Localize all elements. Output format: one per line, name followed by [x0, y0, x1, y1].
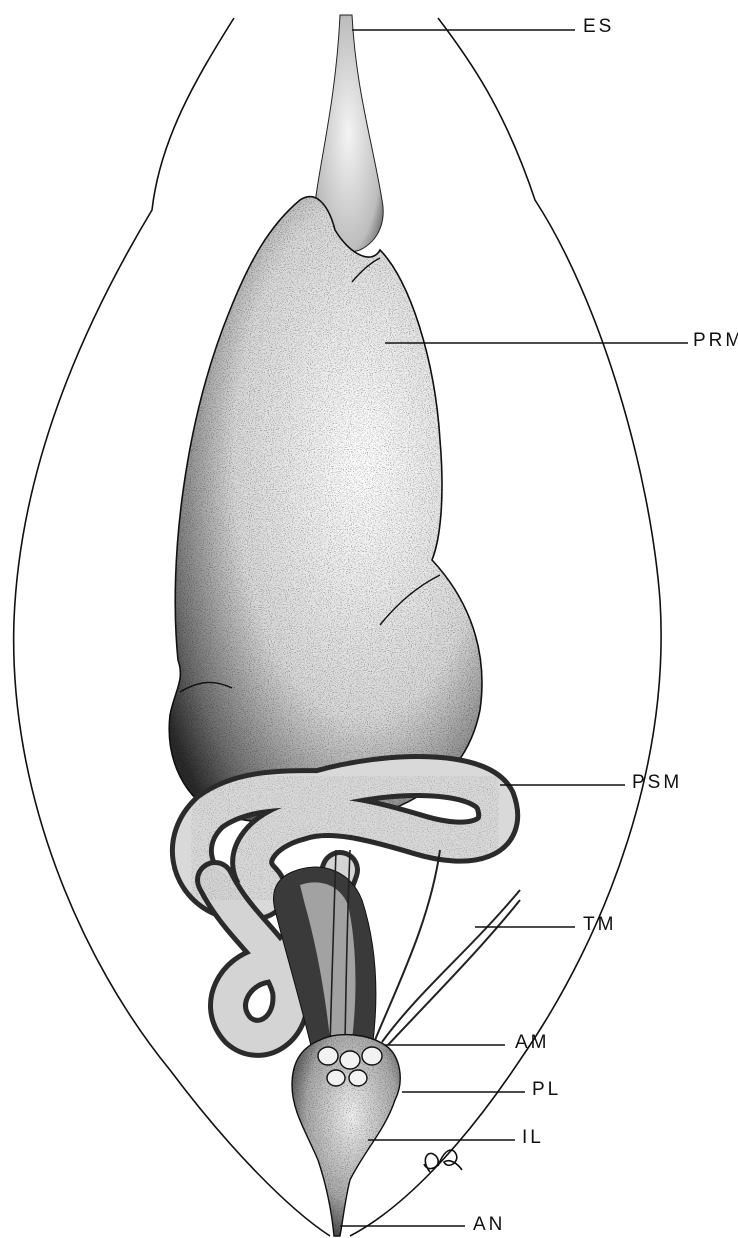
ampulla-lower-right — [349, 1070, 367, 1086]
malpighian-tubule-3 — [388, 900, 520, 1045]
signature-mark — [424, 1150, 462, 1172]
label-tm: TM — [583, 914, 616, 935]
ampulla-right — [362, 1047, 382, 1065]
label-an: AN — [473, 1214, 505, 1235]
ampulla-lower-left — [327, 1070, 345, 1086]
label-psm: PSM — [632, 772, 682, 793]
ampulla-left — [318, 1047, 338, 1065]
label-es: ES — [583, 16, 614, 37]
ampulla-center — [340, 1051, 360, 1069]
label-am: AM — [515, 1032, 550, 1053]
label-prm: PRM — [693, 330, 738, 351]
malpighian-tubule-2 — [382, 890, 520, 1042]
label-pl: PL — [532, 1079, 561, 1100]
proventriculus-stipple — [169, 197, 482, 824]
label-il: IL — [522, 1127, 544, 1148]
